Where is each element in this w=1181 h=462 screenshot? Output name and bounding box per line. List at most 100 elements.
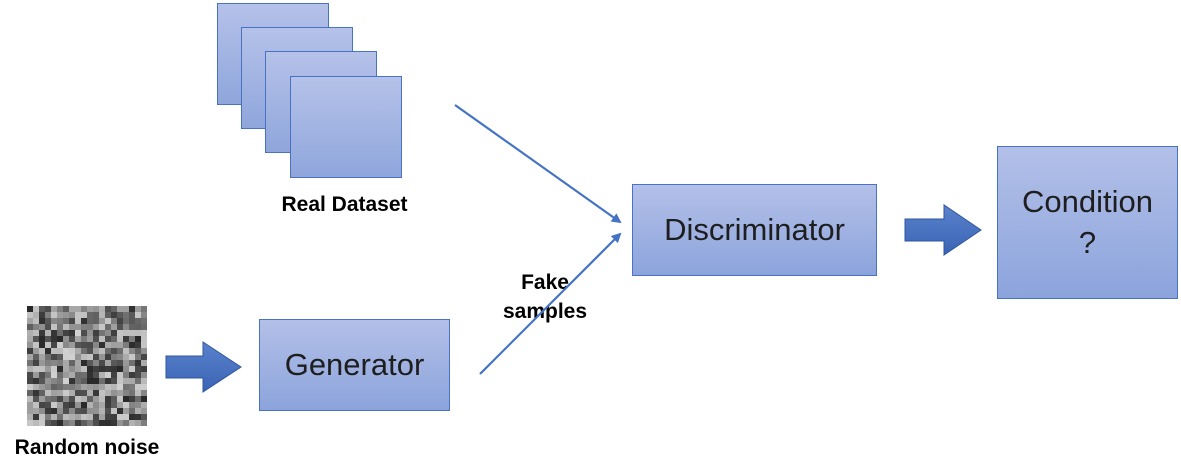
noise-pixel: [93, 330, 100, 337]
noise-pixel: [117, 354, 124, 361]
noise-pixel: [135, 372, 142, 379]
random-noise-image: [27, 306, 147, 426]
noise-pixel: [63, 336, 70, 343]
noise-pixel: [51, 348, 58, 355]
noise-pixel: [135, 312, 142, 319]
noise-pixel: [57, 306, 64, 313]
noise-pixel: [33, 330, 40, 337]
noise-pixel: [117, 306, 124, 313]
noise-pixel: [99, 330, 106, 337]
noise-pixel: [75, 408, 82, 415]
noise-pixel: [81, 390, 88, 397]
noise-pixel: [135, 330, 142, 337]
noise-pixel: [27, 390, 34, 397]
noise-pixel: [39, 408, 46, 415]
noise-pixel: [75, 354, 82, 361]
noise-pixel: [123, 408, 130, 415]
noise-pixel: [69, 348, 76, 355]
noise-pixel: [99, 402, 106, 409]
noise-pixel: [81, 342, 88, 349]
noise-pixel: [51, 408, 58, 415]
noise-pixel: [81, 396, 88, 403]
noise-pixel: [141, 366, 147, 373]
noise-pixel: [75, 318, 82, 325]
noise-pixel: [129, 408, 136, 415]
noise-pixel: [99, 306, 106, 313]
noise-pixel: [87, 312, 94, 319]
noise-pixel: [57, 360, 64, 367]
noise-pixel: [51, 312, 58, 319]
noise-pixel: [93, 408, 100, 415]
noise-pixel: [99, 366, 106, 373]
noise-pixel: [87, 324, 94, 331]
noise-pixel: [87, 420, 94, 426]
noise-pixel: [39, 378, 46, 385]
noise-pixel: [105, 384, 112, 391]
noise-pixel: [39, 360, 46, 367]
noise-pixel: [105, 360, 112, 367]
noise-pixel: [135, 342, 142, 349]
noise-pixel: [141, 348, 147, 355]
noise-pixel: [117, 396, 124, 403]
noise-pixel: [87, 372, 94, 379]
noise-pixel: [75, 330, 82, 337]
noise-pixel: [39, 366, 46, 373]
noise-pixel: [51, 360, 58, 367]
noise-pixel: [69, 378, 76, 385]
noise-pixel: [135, 336, 142, 343]
noise-pixel: [27, 318, 34, 325]
noise-pixel: [93, 324, 100, 331]
noise-pixel: [87, 360, 94, 367]
noise-pixel: [27, 378, 34, 385]
noise-pixel: [123, 420, 130, 426]
noise-pixel: [33, 366, 40, 373]
generator-label: Generator: [284, 346, 425, 382]
noise-pixel: [27, 336, 34, 343]
noise-pixel: [69, 360, 76, 367]
noise-pixel: [69, 324, 76, 331]
noise-pixel: [93, 360, 100, 367]
noise-pixel: [87, 336, 94, 343]
noise-pixel: [93, 342, 100, 349]
noise-pixel: [111, 402, 118, 409]
noise-pixel: [129, 366, 136, 373]
noise-pixel: [117, 348, 124, 355]
fake-samples-label: Fake samples: [490, 268, 600, 327]
noise-pixel: [57, 414, 64, 421]
noise-pixel: [117, 342, 124, 349]
noise-pixel: [141, 390, 147, 397]
noise-pixel: [81, 330, 88, 337]
noise-pixel: [81, 372, 88, 379]
noise-pixel: [63, 318, 70, 325]
noise-pixel: [75, 336, 82, 343]
noise-pixel: [27, 420, 34, 426]
noise-pixel: [75, 342, 82, 349]
noise-pixel: [123, 312, 130, 319]
noise-pixel: [129, 324, 136, 331]
noise-pixel: [81, 420, 88, 426]
noise-pixel: [75, 384, 82, 391]
noise-pixel: [129, 312, 136, 319]
noise-pixel: [99, 348, 106, 355]
noise-pixel: [129, 396, 136, 403]
noise-pixel: [105, 420, 112, 426]
noise-pixel: [129, 342, 136, 349]
noise-pixel: [57, 420, 64, 426]
noise-pixel: [81, 348, 88, 355]
noise-pixel: [141, 384, 147, 391]
noise-pixel: [75, 372, 82, 379]
noise-pixel: [111, 390, 118, 397]
noise-pixel: [51, 318, 58, 325]
noise-pixel: [51, 378, 58, 385]
noise-pixel: [81, 414, 88, 421]
noise-pixel: [45, 378, 52, 385]
noise-pixel: [99, 408, 106, 415]
noise-pixel: [63, 342, 70, 349]
noise-pixel: [27, 330, 34, 337]
noise-pixel: [105, 354, 112, 361]
noise-pixel: [27, 354, 34, 361]
noise-pixel: [69, 420, 76, 426]
noise-pixel: [129, 390, 136, 397]
noise-pixel: [57, 354, 64, 361]
noise-pixel: [75, 366, 82, 373]
